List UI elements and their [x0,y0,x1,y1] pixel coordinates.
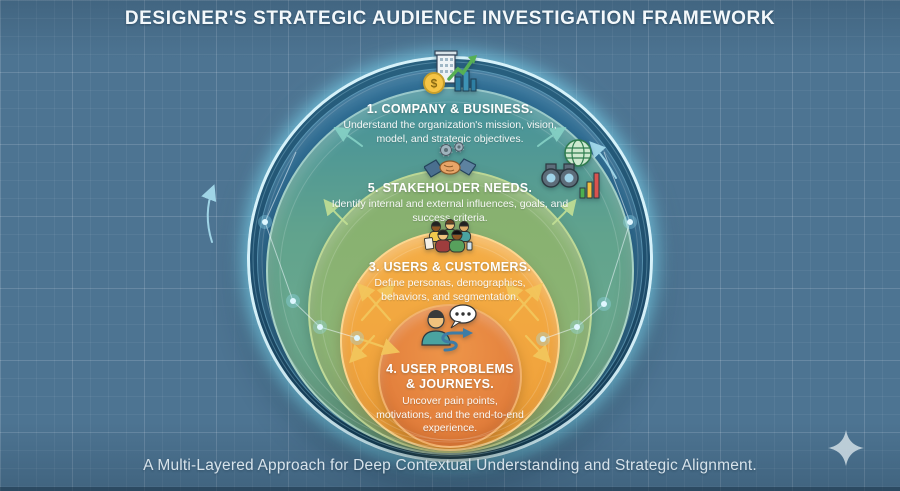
user-journey-icon [421,304,477,352]
layer-2-heading: 5. STAKEHOLDER NEEDS. [367,181,533,195]
user-group-icon [424,219,473,253]
layer-4-description: Uncover pain points, motivations, and th… [376,395,524,435]
layer-1-heading: 1. COMPANY & BUSINESS. [366,102,534,116]
bottom-edge-strip [0,487,900,491]
layer-4-text: 4. USER PROBLEMS & JOURNEYS. Uncover pai… [370,362,530,436]
layer-3-text: 3. USERS & CUSTOMERS. Define personas, d… [340,260,560,304]
market-research-icon [541,139,600,199]
svg-text:$: $ [431,77,438,91]
layer-3-heading: 3. USERS & CUSTOMERS. [368,260,532,274]
company-growth-icon: $ [423,50,477,94]
layer-1-description: Understand the organization's mission, v… [343,119,557,145]
layer-2-text: 5. STAKEHOLDER NEEDS. Identify internal … [320,181,580,225]
layer-4-heading: 4. USER PROBLEMS & JOURNEYS. [386,362,514,391]
layer-2-description: Identify internal and external influence… [331,198,569,224]
layer-3-description: Define personas, demographics, behaviors… [374,277,526,303]
page-subtitle: A Multi-Layered Approach for Deep Contex… [143,457,757,474]
handshake-gears-icon [424,141,476,178]
layer-4-circle [378,304,522,448]
sparkle-icon [828,430,864,466]
page-title: DESIGNER'S STRATEGIC AUDIENCE INVESTIGAT… [124,8,776,29]
layer-1-text: 1. COMPANY & BUSINESS. Understand the or… [330,102,570,146]
